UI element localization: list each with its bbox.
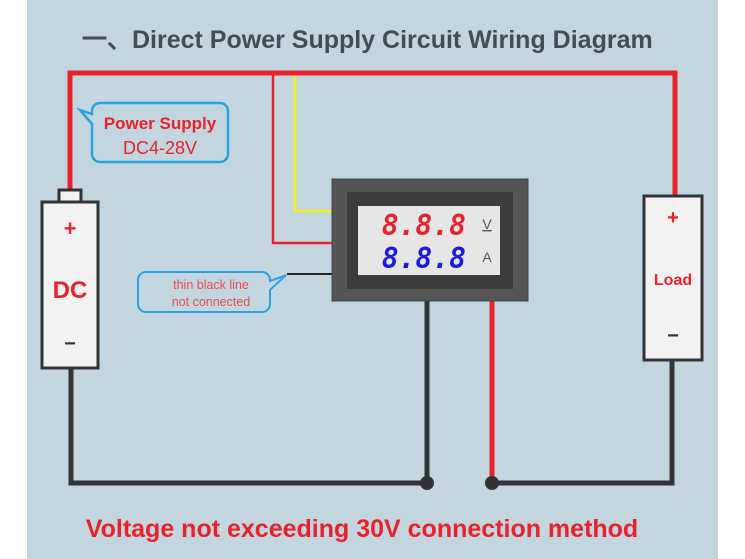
- load-minus: −: [667, 325, 679, 347]
- current-display: 8.8.8: [382, 242, 466, 275]
- battery-label: DC: [53, 277, 88, 304]
- negative-wire: [68, 300, 430, 486]
- load-plus: +: [667, 207, 679, 229]
- positive-main-wire: [67, 70, 678, 195]
- load-label: Load: [654, 272, 692, 289]
- load-negative-wire: [492, 360, 675, 486]
- junction-dot: [485, 476, 499, 490]
- current-unit: A: [482, 249, 492, 265]
- yellow-wire: [293, 76, 332, 213]
- footer-note: Voltage not exceeding 30V connection met…: [86, 515, 638, 543]
- battery-plus: +: [64, 216, 77, 241]
- meter-screen: [358, 206, 500, 275]
- junction-dot: [420, 476, 434, 490]
- battery-cap: [57, 188, 83, 204]
- thin-line-callout: thin black line not connected: [137, 271, 287, 313]
- power-supply-voltage: DC4-28V: [123, 138, 197, 158]
- callout-bubble: [137, 271, 287, 313]
- battery-minus: −: [64, 333, 76, 355]
- voltage-unit: V: [482, 216, 492, 232]
- voltage-display: 8.8.8: [382, 209, 466, 242]
- thin-line-note-1: thin black line: [173, 278, 249, 292]
- power-supply-callout: Power Supply DC4-28V: [76, 101, 230, 164]
- volt-amp-meter: 8.8.8 V 8.8.8 A: [331, 178, 529, 302]
- load: + Load −: [642, 194, 704, 362]
- diagram-title: 一、Direct Power Supply Circuit Wiring Dia…: [82, 26, 653, 54]
- thin-line-note-2: not connected: [172, 295, 251, 309]
- red-sense-wire: [271, 73, 332, 245]
- power-supply-label: Power Supply: [104, 114, 217, 133]
- callout-bubble: [76, 101, 230, 164]
- dc-battery: + DC −: [40, 188, 100, 370]
- load-body: [642, 194, 704, 362]
- battery-body: [40, 200, 100, 370]
